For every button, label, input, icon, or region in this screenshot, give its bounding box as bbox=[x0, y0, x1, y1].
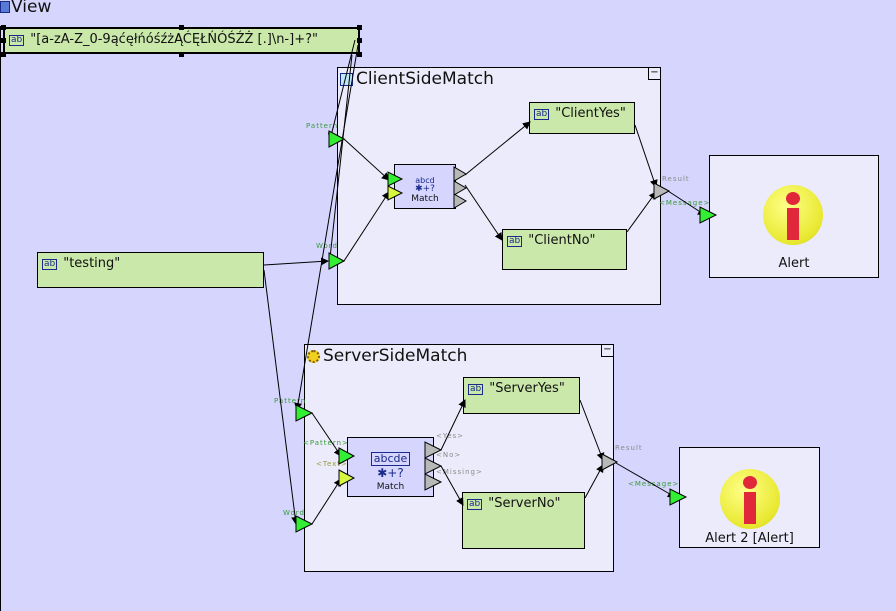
wire bbox=[343, 138, 390, 181]
match-input-text bbox=[338, 469, 356, 487]
result-port bbox=[601, 453, 619, 471]
wire bbox=[311, 478, 342, 525]
alert-message-port bbox=[669, 488, 688, 506]
wire bbox=[311, 412, 342, 457]
text-icon: ab bbox=[42, 259, 58, 270]
input-port-pattern bbox=[328, 130, 346, 148]
wire bbox=[440, 465, 464, 506]
wire bbox=[440, 399, 466, 451]
port-label-in-pattern: <Pattern> bbox=[303, 439, 349, 447]
info-icon-bar bbox=[787, 208, 799, 240]
wire bbox=[667, 190, 706, 216]
wire bbox=[343, 191, 390, 262]
port-label-word: Word bbox=[316, 242, 338, 250]
text-icon: ab bbox=[507, 236, 523, 247]
input-text-node[interactable]: ab "testing" bbox=[37, 252, 264, 288]
server-yes-node[interactable]: ab "ServerYes" bbox=[463, 377, 580, 414]
input-port-word bbox=[328, 252, 346, 270]
match-label: Match bbox=[411, 194, 439, 204]
wire bbox=[294, 44, 359, 411]
regex-value: "[a-zA-Z_0-9ąćęłńóśźżĄĆĘŁŃÓŚŹŻ [.]\n-]+?… bbox=[30, 32, 318, 47]
alert-label: Alert bbox=[778, 256, 810, 271]
input-value: "testing" bbox=[63, 256, 121, 271]
wire bbox=[263, 269, 300, 525]
client-match-box[interactable]: abcd ✱+? Match bbox=[394, 164, 456, 209]
selection-handle[interactable] bbox=[1, 38, 6, 43]
match-ops: ✱+? bbox=[377, 466, 404, 480]
selection-handle[interactable] bbox=[357, 52, 362, 57]
alert-2-node[interactable]: Alert 2 [Alert] bbox=[679, 447, 820, 548]
alert-node[interactable]: Alert bbox=[709, 155, 879, 278]
wire bbox=[464, 121, 531, 176]
wire bbox=[327, 39, 356, 141]
selection-handle[interactable] bbox=[1, 25, 6, 30]
wire bbox=[615, 462, 676, 498]
alert-label: Alert 2 [Alert] bbox=[705, 531, 794, 546]
port-label-message: <Message> bbox=[659, 199, 711, 207]
port-label-pattern: Pattern bbox=[306, 122, 339, 130]
wire bbox=[464, 184, 503, 241]
selection-handle[interactable] bbox=[1, 52, 6, 57]
collapse-button[interactable]: − bbox=[601, 345, 613, 357]
view-border bbox=[0, 26, 1, 611]
port-label-in-text: <Text> bbox=[316, 460, 348, 468]
group-title: ServerSideMatch bbox=[307, 346, 467, 366]
regex-text-node[interactable]: ab "[a-zA-Z_0-9ąćęłńóśźżĄĆĘŁŃÓŚŹŻ [.]\n-… bbox=[3, 27, 360, 54]
match-output-missing bbox=[453, 193, 467, 209]
gear-icon bbox=[307, 349, 320, 363]
match-output-missing bbox=[424, 473, 443, 491]
client-no-node[interactable]: ab "ClientNo" bbox=[502, 229, 627, 270]
match-glyph: abcd bbox=[415, 176, 435, 185]
match-input-pattern bbox=[338, 447, 356, 465]
match-input-text bbox=[387, 185, 404, 201]
wire bbox=[634, 124, 658, 188]
match-output-no bbox=[424, 457, 443, 475]
wire bbox=[626, 191, 657, 233]
result-port bbox=[653, 182, 671, 200]
wire bbox=[263, 257, 329, 266]
match-label: Match bbox=[376, 482, 405, 492]
port-label-word: Word bbox=[283, 509, 305, 517]
selection-handle[interactable] bbox=[357, 38, 362, 43]
text-icon: ab bbox=[9, 35, 25, 46]
port-label-pattern: Pattern bbox=[274, 397, 307, 405]
input-port-pattern bbox=[295, 404, 314, 422]
port-label-out-missing: <Missing> bbox=[436, 468, 483, 476]
match-ops: ✱+? bbox=[415, 184, 435, 194]
info-icon-dot bbox=[786, 192, 800, 205]
text-icon: ab bbox=[467, 499, 483, 510]
server-no-node[interactable]: ab "ServerNo" bbox=[462, 492, 585, 549]
view-icon bbox=[0, 1, 10, 13]
collapse-button[interactable]: − bbox=[648, 68, 660, 80]
wire bbox=[584, 464, 604, 499]
match-glyph: abcde bbox=[370, 452, 411, 466]
view-title: View bbox=[0, 0, 51, 17]
selection-handle[interactable] bbox=[179, 25, 184, 30]
selection-handle[interactable] bbox=[357, 25, 362, 30]
text-icon: ab bbox=[534, 109, 550, 120]
port-label-out-yes: <Yes> bbox=[436, 432, 465, 440]
wire bbox=[579, 399, 605, 461]
client-yes-node[interactable]: ab "ClientYes" bbox=[529, 102, 635, 134]
wire bbox=[329, 54, 353, 259]
text-icon: ab bbox=[468, 384, 484, 395]
match-output-yes bbox=[453, 166, 467, 182]
server-match-box[interactable]: abcde ✱+? Match bbox=[347, 437, 434, 497]
info-icon-dot bbox=[743, 476, 757, 489]
alert-message-port bbox=[699, 206, 718, 224]
port-label-out-no: <No> bbox=[436, 451, 462, 459]
match-output-yes bbox=[424, 441, 443, 459]
input-port-word bbox=[295, 515, 314, 533]
match-input-pattern bbox=[387, 171, 404, 187]
match-output-no bbox=[453, 180, 467, 196]
selection-handle[interactable] bbox=[179, 52, 184, 57]
port-label-result: Result bbox=[662, 175, 690, 183]
info-icon-bar bbox=[744, 492, 756, 524]
port-label-result: Result bbox=[615, 444, 643, 452]
view-title-text: View bbox=[11, 0, 52, 17]
